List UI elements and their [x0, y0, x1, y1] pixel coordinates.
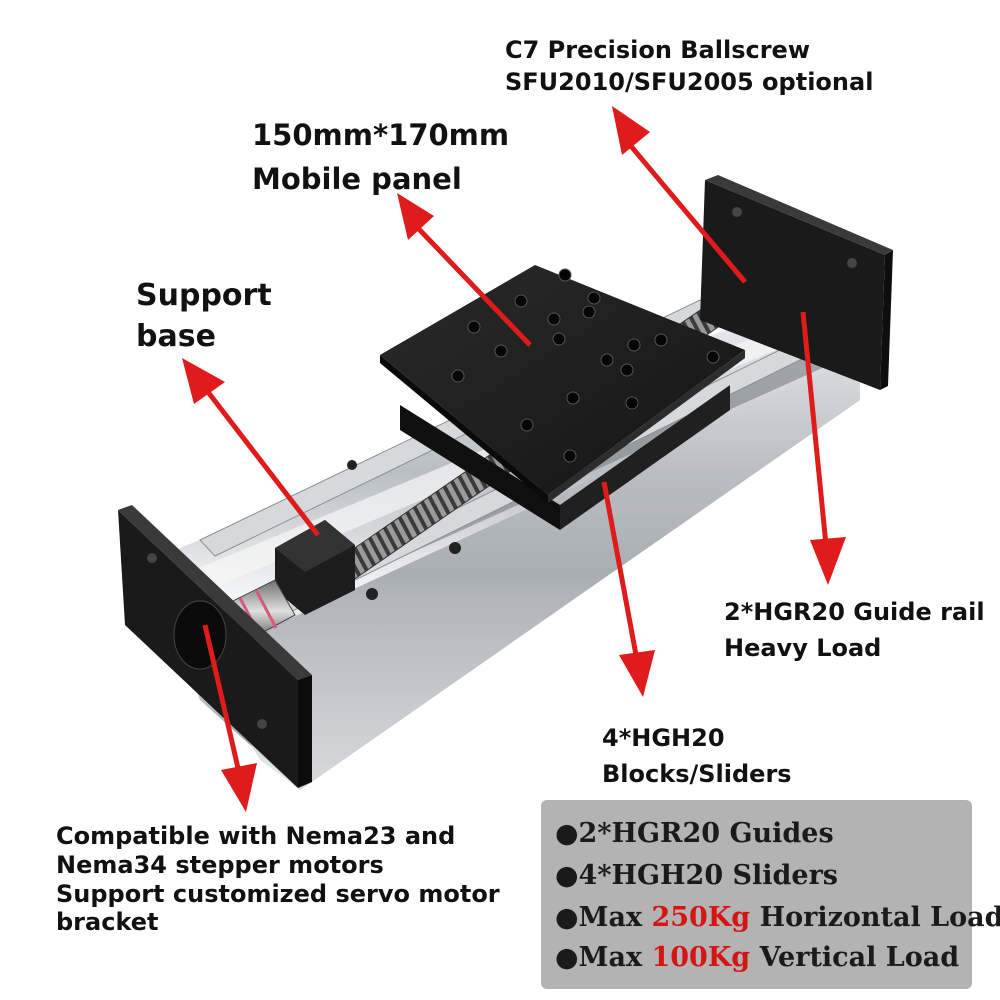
support-base-label-line-2: base [136, 318, 216, 354]
arrow-blocks [601, 481, 655, 697]
spec-line-guides: ●2*HGR20 Guides [555, 818, 834, 849]
spec-text-tail: Horizontal Load [750, 902, 1000, 933]
spec-line-sliders: ●4*HGH20 Sliders [555, 860, 838, 891]
spec-highlight: 250Kg [651, 902, 751, 933]
spec-text: ●Max [555, 902, 652, 933]
guide-rail-label-line-2: Heavy Load [724, 634, 882, 662]
far-end-plate [700, 175, 893, 390]
compatibility-label-line-3: Support customized servo motor [56, 879, 500, 908]
blocks-label: 4*HGH20 Blocks/Sliders [602, 720, 792, 792]
ballscrew-label-line-1: C7 Precision Ballscrew [505, 36, 811, 64]
spec-line-vertical-load: ●Max 100Kg Vertical Load [555, 942, 959, 973]
compatibility-label: Compatible with Nema23 and Nema34 steppe… [56, 822, 500, 937]
spec-text: ●4*HGH20 Sliders [555, 860, 839, 891]
support-bearing-block [275, 520, 355, 615]
compatibility-label-line-1: Compatible with Nema23 and [56, 822, 456, 850]
arrow-compatibility [202, 624, 257, 812]
spec-highlight: 100Kg [651, 942, 751, 973]
guide-rail-label-line-1: 2*HGR20 Guide rail [724, 598, 985, 626]
arrow-guide-rail [800, 311, 846, 585]
spec-text-tail: Vertical Load [750, 942, 960, 973]
ballscrew-label-line-2: SFU2010/SFU2005 optional [505, 68, 874, 97]
arrows [182, 106, 846, 812]
blocks-label-line-1: 4*HGH20 [602, 724, 725, 752]
arrow-mobile-panel [397, 193, 532, 347]
spec-text: ●Max [555, 942, 652, 973]
compatibility-label-line-4: bracket [56, 908, 159, 937]
mobile-panel-label-line-2: Mobile panel [252, 161, 462, 196]
support-base-label: Support base [136, 276, 272, 358]
guide-rail-label: 2*HGR20 Guide rail Heavy Load [724, 594, 985, 666]
arrow-ballscrew [612, 106, 747, 284]
ballscrew-label: C7 Precision Ballscrew SFU2010/SFU2005 o… [505, 34, 873, 98]
blocks-label-line-2: Blocks/Sliders [602, 760, 792, 788]
mobile-panel [380, 265, 745, 530]
spec-text: ●2*HGR20 Guides [555, 818, 834, 849]
spec-line-horizontal-load: ●Max 250Kg Horizontal Load [555, 902, 1000, 933]
mobile-panel-label-line-1: 150mm*170mm [252, 118, 510, 152]
arrow-support-base [182, 358, 320, 537]
support-base-label-line-1: Support [136, 278, 272, 313]
mobile-panel-label: 150mm*170mm Mobile panel [252, 114, 509, 201]
compatibility-label-line-2: Nema34 stepper motors [56, 850, 384, 879]
spec-box: ●2*HGR20 Guides ●4*HGH20 Sliders ●Max 25… [541, 800, 1000, 989]
